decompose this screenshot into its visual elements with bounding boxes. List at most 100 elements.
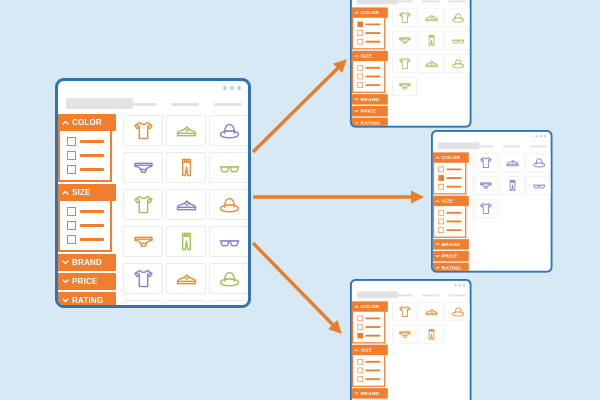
checkbox-unchecked[interactable] (438, 209, 445, 216)
product-card[interactable] (123, 226, 163, 257)
product-card[interactable] (392, 76, 417, 96)
facet-header-brand[interactable]: BRAND (351, 94, 388, 105)
checkbox-checked[interactable] (438, 175, 445, 181)
product-card[interactable] (473, 198, 498, 219)
facet-option[interactable] (438, 175, 462, 182)
facet-option[interactable] (438, 183, 462, 190)
checkbox-unchecked[interactable] (357, 367, 364, 374)
facet-header-size[interactable]: SIZE (351, 344, 388, 356)
product-card[interactable] (166, 226, 206, 257)
facet-option[interactable] (357, 38, 381, 45)
checkbox-unchecked[interactable] (357, 82, 364, 88)
facet-option[interactable] (357, 324, 381, 331)
product-card[interactable] (499, 152, 525, 173)
facet-option[interactable] (67, 136, 106, 147)
facet-option[interactable] (357, 367, 381, 374)
search-bar[interactable] (66, 98, 133, 109)
facet-option[interactable] (67, 234, 106, 245)
product-card[interactable] (445, 53, 470, 74)
product-card[interactable] (209, 152, 248, 183)
product-card[interactable] (473, 152, 498, 173)
facet-header-brand[interactable]: BRAND (432, 239, 469, 250)
facet-option[interactable] (67, 150, 106, 161)
checkbox-unchecked[interactable] (438, 166, 445, 173)
facet-option[interactable] (357, 73, 381, 80)
product-card[interactable] (418, 324, 444, 345)
checkbox-unchecked[interactable] (438, 227, 445, 233)
product-card[interactable] (209, 115, 248, 146)
product-card[interactable] (166, 263, 206, 294)
facet-option[interactable] (438, 166, 462, 173)
facet-option[interactable] (357, 332, 381, 339)
product-card[interactable] (166, 189, 206, 220)
product-card[interactable] (445, 7, 470, 28)
checkbox-unchecked[interactable] (357, 38, 364, 45)
product-card[interactable] (392, 301, 417, 322)
facet-option[interactable] (438, 209, 462, 216)
checkbox-unchecked[interactable] (357, 30, 364, 36)
product-card[interactable] (418, 53, 444, 74)
checkbox-unchecked[interactable] (67, 235, 76, 244)
checkbox-checked[interactable] (357, 332, 364, 339)
checkbox-unchecked[interactable] (357, 358, 364, 365)
checkbox-unchecked[interactable] (357, 376, 364, 382)
facet-header-price[interactable]: PRICE (58, 273, 116, 290)
facet-header-size[interactable]: SIZE (432, 195, 469, 207)
product-card[interactable] (418, 301, 444, 322)
facet-option[interactable] (67, 206, 106, 217)
facet-header-rating[interactable]: RATING (58, 292, 116, 305)
checkbox-unchecked[interactable] (438, 218, 445, 225)
facet-header-price[interactable]: PRICE (432, 250, 469, 262)
facet-option[interactable] (357, 30, 381, 37)
product-card[interactable] (166, 300, 206, 305)
product-card[interactable] (445, 301, 470, 322)
product-card[interactable] (123, 189, 163, 220)
facet-option[interactable] (357, 358, 381, 365)
checkbox-checked[interactable] (357, 21, 364, 28)
product-card[interactable] (166, 115, 206, 146)
product-card[interactable] (392, 7, 417, 28)
checkbox-unchecked[interactable] (357, 73, 364, 80)
product-card[interactable] (392, 324, 417, 345)
search-bar[interactable] (356, 291, 399, 299)
facet-header-brand[interactable]: BRAND (351, 388, 388, 399)
facet-option[interactable] (357, 82, 381, 89)
checkbox-unchecked[interactable] (67, 207, 76, 216)
product-card[interactable] (209, 189, 248, 220)
product-card[interactable] (123, 300, 163, 305)
search-bar[interactable] (356, 0, 399, 5)
product-card[interactable] (418, 30, 444, 51)
facet-option[interactable] (357, 315, 381, 322)
facet-header-color[interactable]: COLOR (58, 114, 116, 131)
product-card[interactable] (418, 7, 444, 28)
product-card[interactable] (209, 300, 248, 305)
facet-option[interactable] (357, 64, 381, 71)
checkbox-unchecked[interactable] (357, 315, 364, 322)
facet-header-color[interactable]: COLOR (351, 7, 388, 18)
checkbox-unchecked[interactable] (357, 64, 364, 71)
facet-option[interactable] (438, 227, 462, 234)
product-card[interactable] (166, 152, 206, 183)
facet-option[interactable] (67, 220, 106, 231)
facet-header-size[interactable]: SIZE (351, 50, 388, 62)
facet-header-rating[interactable]: RATING (351, 117, 388, 126)
product-card[interactable] (123, 152, 163, 183)
product-card[interactable] (209, 226, 248, 257)
product-card[interactable] (123, 115, 163, 146)
product-card[interactable] (526, 152, 551, 173)
product-card[interactable] (499, 175, 525, 196)
checkbox-unchecked[interactable] (67, 151, 76, 160)
facet-header-color[interactable]: COLOR (432, 152, 469, 163)
product-card[interactable] (445, 30, 470, 51)
checkbox-unchecked[interactable] (357, 324, 364, 330)
product-card[interactable] (392, 53, 417, 74)
facet-header-color[interactable]: COLOR (351, 301, 388, 312)
product-card[interactable] (209, 263, 248, 294)
facet-header-brand[interactable]: BRAND (58, 254, 116, 271)
facet-option[interactable] (357, 21, 381, 28)
checkbox-unchecked[interactable] (67, 165, 76, 174)
checkbox-unchecked[interactable] (67, 221, 76, 230)
product-card[interactable] (473, 175, 498, 196)
checkbox-unchecked[interactable] (67, 137, 76, 146)
facet-header-size[interactable]: SIZE (58, 184, 116, 201)
